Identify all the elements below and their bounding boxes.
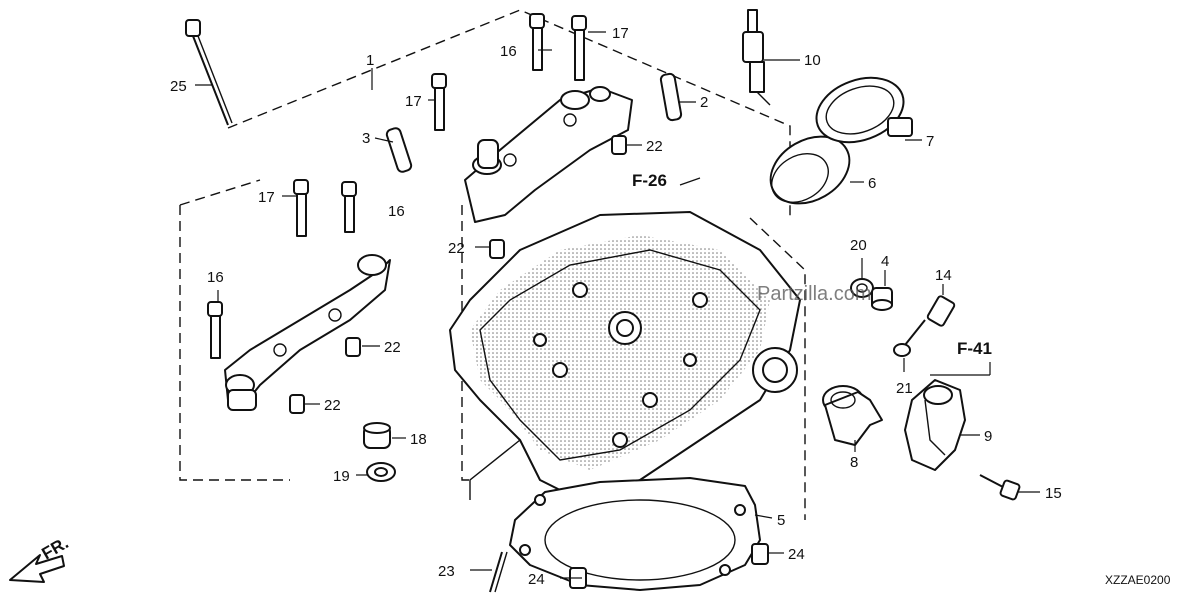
spark-plug xyxy=(742,9,771,106)
label-part-22-c: 22 xyxy=(384,339,401,356)
label-part-1: 1 xyxy=(366,52,374,69)
front-direction-arrow xyxy=(9,554,65,583)
label-part-5: 5 xyxy=(777,512,785,529)
cap-4 xyxy=(871,287,893,311)
washer-19 xyxy=(366,462,396,482)
label-part-20: 20 xyxy=(850,237,867,254)
label-part-22-a: 22 xyxy=(646,138,663,155)
label-part-16-mid: 16 xyxy=(388,203,405,220)
label-part-3: 3 xyxy=(362,130,370,147)
guide-3 xyxy=(385,127,413,173)
stud-23 xyxy=(489,551,508,593)
bolt-17-top xyxy=(571,15,587,81)
dowel-24-a xyxy=(751,543,769,565)
leader-lines xyxy=(195,31,1040,579)
label-part-22-b: 22 xyxy=(448,240,465,257)
label-part-4: 4 xyxy=(881,253,889,270)
label-part-23: 23 xyxy=(438,563,455,580)
watermark: Partzilla.com xyxy=(757,283,871,305)
thermostat-8 xyxy=(822,385,883,446)
label-part-21: 21 xyxy=(896,380,913,397)
label-part-17-left: 17 xyxy=(258,189,275,206)
label-part-18: 18 xyxy=(410,431,427,448)
cylinder-head xyxy=(449,211,801,501)
label-part-17-top: 17 xyxy=(612,25,629,42)
label-part-7: 7 xyxy=(926,133,934,150)
part-labels: 1 2 3 4 5 6 7 8 9 10 14 15 16 16 16 17 1… xyxy=(170,25,1062,588)
label-part-6: 6 xyxy=(868,175,876,192)
insulator-6 xyxy=(769,135,851,205)
washer-21 xyxy=(893,343,911,357)
band-7 xyxy=(815,76,913,144)
bolt-25 xyxy=(185,19,233,126)
label-part-19: 19 xyxy=(333,468,350,485)
label-part-25: 25 xyxy=(170,78,187,95)
label-part-24-b: 24 xyxy=(528,571,545,588)
thermostat-cover-9 xyxy=(904,379,966,471)
front-direction-label: FR. xyxy=(39,533,72,563)
reference-f41[interactable]: F-41 xyxy=(957,339,992,358)
label-part-2: 2 xyxy=(700,94,708,111)
plug-18 xyxy=(363,422,391,449)
head-gasket xyxy=(509,477,761,591)
bolt-17-left xyxy=(293,179,309,237)
bolt-15 xyxy=(979,474,1021,501)
group-outline-head xyxy=(179,9,806,520)
sensor-14 xyxy=(904,295,956,346)
label-part-22-d: 22 xyxy=(324,397,341,414)
bolt-16-top xyxy=(529,13,545,71)
dowel-22-d xyxy=(289,394,305,414)
reference-f26[interactable]: F-26 xyxy=(632,171,667,190)
diagram-code: XZZAE0200 xyxy=(1105,573,1171,587)
dowel-22-c xyxy=(345,337,361,357)
label-part-9: 9 xyxy=(984,428,992,445)
dowel-22-b xyxy=(489,239,505,259)
label-part-16-top: 16 xyxy=(500,43,517,60)
bolt-16-left xyxy=(341,181,357,233)
label-part-8: 8 xyxy=(850,454,858,471)
label-part-15: 15 xyxy=(1045,485,1062,502)
bolt-16-lower xyxy=(207,301,223,359)
label-part-24-a: 24 xyxy=(788,546,805,563)
camshaft-holder-upper xyxy=(464,86,633,223)
label-part-10: 10 xyxy=(804,52,821,69)
dowel-22-a xyxy=(611,135,627,155)
camshaft-holder-lower xyxy=(224,254,391,411)
label-part-16-lower: 16 xyxy=(207,269,224,286)
label-part-17-mid: 17 xyxy=(405,93,422,110)
label-part-14: 14 xyxy=(935,267,952,284)
bolt-17-mid xyxy=(431,73,447,131)
guide-2 xyxy=(659,72,683,122)
